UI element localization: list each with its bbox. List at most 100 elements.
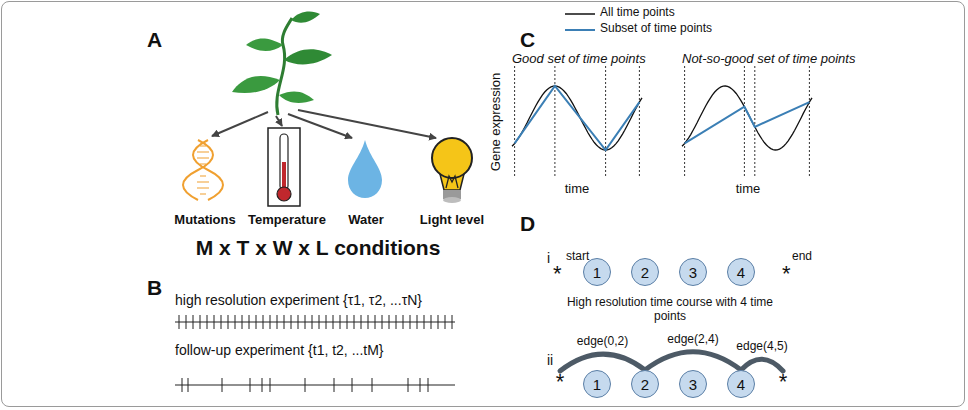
time-tick (347, 315, 348, 329)
plant-leaf (279, 91, 314, 103)
time-point-circle: 1 (583, 370, 611, 398)
sample-line (809, 66, 810, 178)
sample-line (605, 66, 606, 178)
sample-line (554, 66, 555, 178)
thermometer-bulb (277, 187, 291, 201)
subset-curve (685, 102, 810, 143)
expression-curve (682, 86, 812, 150)
node-text: * (556, 371, 565, 393)
time-tick (445, 315, 446, 329)
plot-title: Good set of time points (512, 52, 646, 67)
time-tick (277, 315, 278, 329)
time-tick (424, 315, 425, 329)
terminal-star: * (553, 261, 562, 286)
node-text: 2 (641, 264, 649, 281)
terminal-node: * (775, 371, 791, 393)
thermometer-box (268, 128, 300, 206)
conditions-formula: M x T x W x L conditions (196, 236, 441, 260)
time-tick (182, 378, 183, 392)
time-tick (410, 315, 411, 329)
legend-text: All time points (600, 6, 675, 20)
time-tick (188, 378, 189, 392)
terminal-star: * (782, 261, 791, 286)
arrow (298, 110, 436, 138)
time-point-circle: 3 (679, 258, 707, 286)
plant-leaf (291, 12, 320, 23)
time-tick (382, 315, 383, 329)
time-tick (438, 315, 439, 329)
time-tick (452, 315, 453, 329)
time-tick (298, 315, 299, 329)
time-point-circle: 3 (679, 370, 707, 398)
node-text: 2 (641, 376, 649, 393)
time-tick (228, 315, 229, 329)
time-tick (270, 378, 271, 392)
time-tick (372, 378, 373, 392)
time-tick (375, 315, 376, 329)
time-tick (200, 315, 201, 329)
time-tick (312, 315, 313, 329)
panel-letter: D (520, 212, 535, 236)
series-label: high resolution experiment {τ1, τ2, ...τ… (175, 292, 422, 308)
bulb-filament (446, 176, 458, 188)
time-tick (284, 315, 285, 329)
time-tick (256, 315, 257, 329)
time-point-circle: 4 (727, 370, 755, 398)
node-text: * (779, 371, 788, 393)
edge-label: edge(2,4) (667, 333, 718, 347)
legend-text: Subset of time points (600, 22, 712, 36)
node-text: 1 (593, 376, 601, 393)
time-tick (250, 378, 251, 392)
dna-strand (193, 140, 223, 200)
time-tick (235, 315, 236, 329)
dna-rungs (197, 146, 209, 194)
node-text: 1 (593, 264, 601, 281)
sample-line (744, 66, 745, 178)
factor-label: Water (348, 213, 384, 228)
legend-line (565, 13, 595, 15)
time-axis (175, 384, 455, 385)
factor-label: Light level (420, 213, 484, 228)
time-tick (420, 378, 421, 392)
time-tick (305, 378, 306, 392)
time-tick (270, 315, 271, 329)
axis-label: time (565, 182, 590, 197)
time-tick (428, 378, 429, 392)
panel-letter: B (147, 276, 162, 300)
light-bulb (432, 138, 472, 178)
time-tick (193, 315, 194, 329)
expression-curve (512, 86, 642, 150)
edge-label: edge(0,2) (577, 335, 628, 349)
time-tick (319, 315, 320, 329)
plant-leaf (284, 49, 332, 64)
note-text: High resolution time course with 4 time … (560, 296, 780, 324)
edge-arc (741, 359, 783, 371)
time-point-circle: 1 (583, 258, 611, 286)
time-tick (242, 315, 243, 329)
factor-label: Temperature (248, 213, 326, 228)
time-tick (326, 315, 327, 329)
plant-leaf (232, 76, 280, 93)
time-point-circle: 2 (631, 370, 659, 398)
time-tick (262, 378, 263, 392)
sample-line (514, 66, 515, 178)
time-tick (389, 315, 390, 329)
factor-label: Mutations (174, 213, 235, 228)
terminal-label: end (792, 250, 812, 264)
node-text: 3 (689, 264, 697, 281)
time-tick (334, 378, 335, 392)
edge-arc (560, 354, 645, 371)
time-tick (417, 315, 418, 329)
time-tick (214, 315, 215, 329)
node-text: 3 (689, 376, 697, 393)
legend-line (565, 29, 595, 31)
plot-title: Not-so-good set of time points (682, 52, 855, 67)
time-tick (403, 315, 404, 329)
subset-curve (515, 86, 640, 150)
sample-line (754, 66, 755, 178)
time-point-circle: 2 (631, 258, 659, 286)
time-tick (361, 315, 362, 329)
time-tick (291, 315, 292, 329)
thermometer-tube (280, 134, 288, 190)
